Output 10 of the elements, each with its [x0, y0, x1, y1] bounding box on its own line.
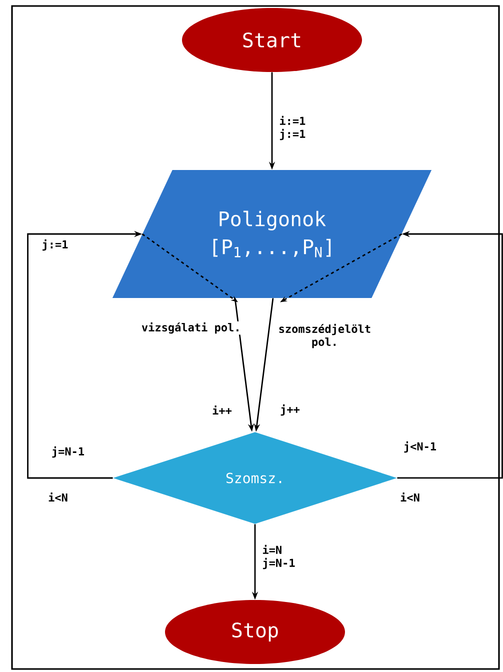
edge-label: vizsgálati pol. [142, 322, 238, 334]
edge-label: i=N j=N-1 [262, 544, 295, 570]
condition-label: j++ [280, 404, 300, 416]
condition-label: i++ [212, 406, 232, 414]
condition-label: j=N-1 [52, 446, 84, 458]
condition-label: i<N [48, 492, 68, 502]
condition-label: j:=1 [42, 239, 68, 251]
edge-label: i:=1 j:=1 [280, 116, 306, 140]
data-parallelogram: Poligonok [P$_{1}$,...,P$_{N}$] [112, 170, 432, 298]
edge-label: szomszédjelölt pol. [279, 324, 370, 348]
